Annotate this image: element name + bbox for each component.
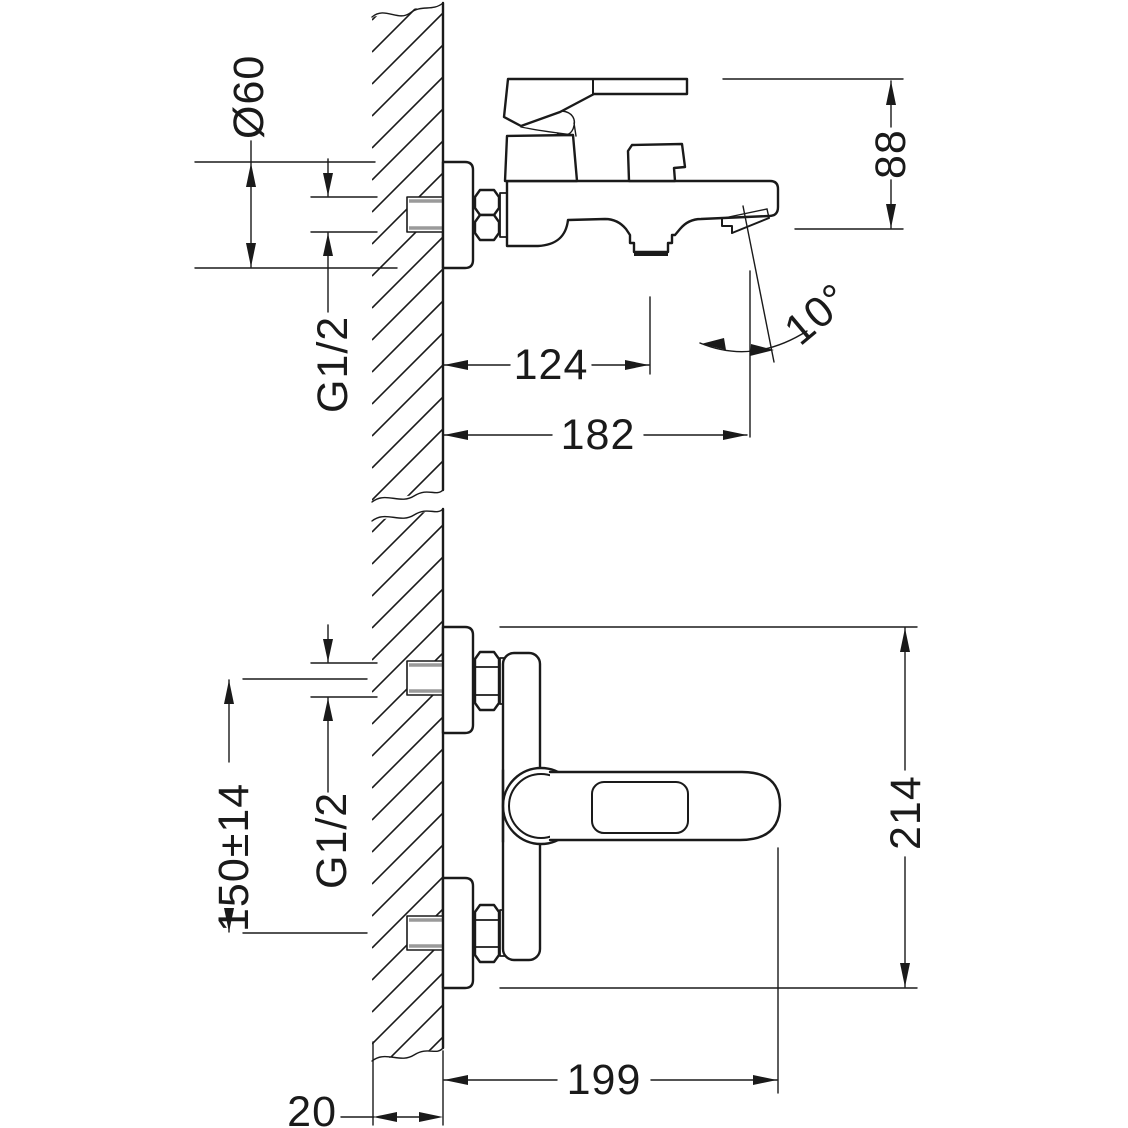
diverter-knob xyxy=(626,142,687,183)
lever-grip-inset xyxy=(591,781,689,834)
dim-height-88: 88 xyxy=(722,78,915,230)
escutcheon-front-bottom xyxy=(441,876,475,990)
dim-label-thread-side: G1/2 xyxy=(309,316,357,413)
dim-label-angle: 10° xyxy=(776,274,859,354)
dim-label-thread-front: G1/2 xyxy=(308,792,356,889)
wall-top-break-line xyxy=(371,2,444,18)
side-view: Ø60 G1/2 124 182 xyxy=(194,55,915,459)
mixer-body-side xyxy=(505,179,780,254)
dim-thread-front: G1/2 xyxy=(308,624,378,889)
dim-label-124: 124 xyxy=(514,341,589,389)
escutcheon-side xyxy=(441,160,475,270)
dim-label-150: 150±14 xyxy=(210,783,258,932)
dim-overall-height: 214 xyxy=(499,626,930,989)
dim-wall-allowance: 20 xyxy=(287,1041,444,1128)
lever-handle-front xyxy=(501,766,782,846)
dim-wall-to-aerator: 124 xyxy=(443,296,651,389)
supply-pipe-side xyxy=(406,196,444,233)
dim-label-199: 199 xyxy=(567,1056,642,1104)
spout-outlet xyxy=(721,208,770,234)
front-view: G1/2 150±14 214 19 xyxy=(210,624,930,1128)
dim-label-plate-diameter: Ø60 xyxy=(225,55,273,139)
dim-label-182: 182 xyxy=(561,411,636,459)
dim-thread-side: G1/2 xyxy=(309,158,378,413)
supply-pipe-front-top xyxy=(406,660,444,696)
supply-pipe-front-bottom xyxy=(406,915,444,951)
mounting-nut-front-bottom xyxy=(473,903,501,964)
escutcheon-front-top xyxy=(441,625,475,735)
wall-section xyxy=(371,1,445,1062)
mounting-nut-front-top xyxy=(473,650,501,712)
dim-wall-to-spout-tip: 182 xyxy=(443,270,751,459)
dim-connection-spacing: 150±14 xyxy=(210,678,368,934)
wall-mid-break-line-upper xyxy=(371,489,444,503)
dim-label-20: 20 xyxy=(287,1088,337,1128)
dim-label-214: 214 xyxy=(882,775,930,850)
wall-mid-break-line-lower xyxy=(371,508,444,522)
mounting-nut-side xyxy=(473,188,501,242)
dim-wall-to-handle-end: 199 xyxy=(443,847,779,1104)
wall-bottom-break-line xyxy=(371,1047,444,1062)
wall-hatch-pattern-top xyxy=(372,3,443,502)
dim-label-88: 88 xyxy=(867,129,915,179)
dim-plate-diameter: Ø60 xyxy=(194,55,398,269)
lever-handle-side xyxy=(502,77,689,183)
